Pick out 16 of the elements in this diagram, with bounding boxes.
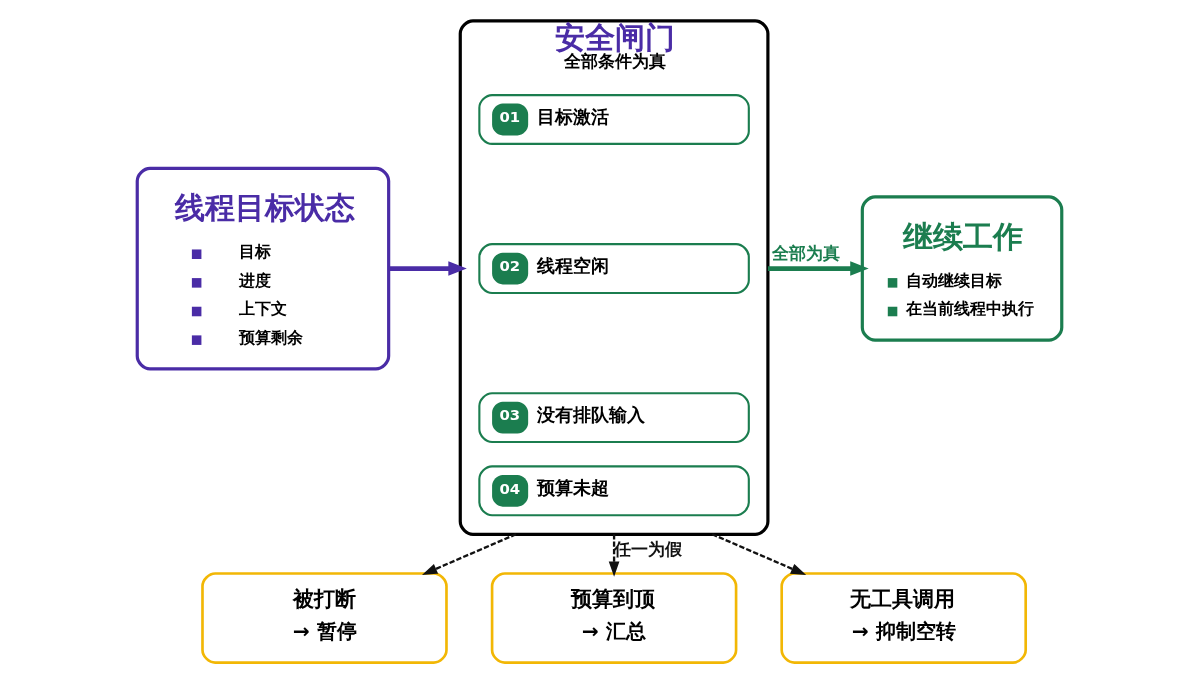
edge-label: 任一为假 <box>614 539 683 560</box>
arrow <box>767 261 869 276</box>
node-box: 02 线程空闲 <box>478 243 750 294</box>
edge-label: 全部为真 <box>771 242 840 263</box>
node-box: 被打断 → 暂停 <box>201 572 448 664</box>
node-box: 线程目标状态 目标 进度 上下文 预算剩余 <box>135 166 391 371</box>
node-box: 01 目标激活 <box>478 94 750 145</box>
node-box: 04 预算未超 <box>478 465 750 517</box>
arrow <box>711 533 807 575</box>
node-box: 03 没有排队输入 <box>478 392 750 444</box>
arrow <box>608 534 620 577</box>
node-box: 预算到顶 → 汇总 <box>490 572 738 664</box>
node-box: 继续工作 自动继续目标 在当前线程中执行 <box>860 195 1064 342</box>
node-box: 无工具调用 → 抑制空转 <box>780 572 1027 664</box>
arrow <box>388 261 467 276</box>
arrow <box>422 533 517 575</box>
